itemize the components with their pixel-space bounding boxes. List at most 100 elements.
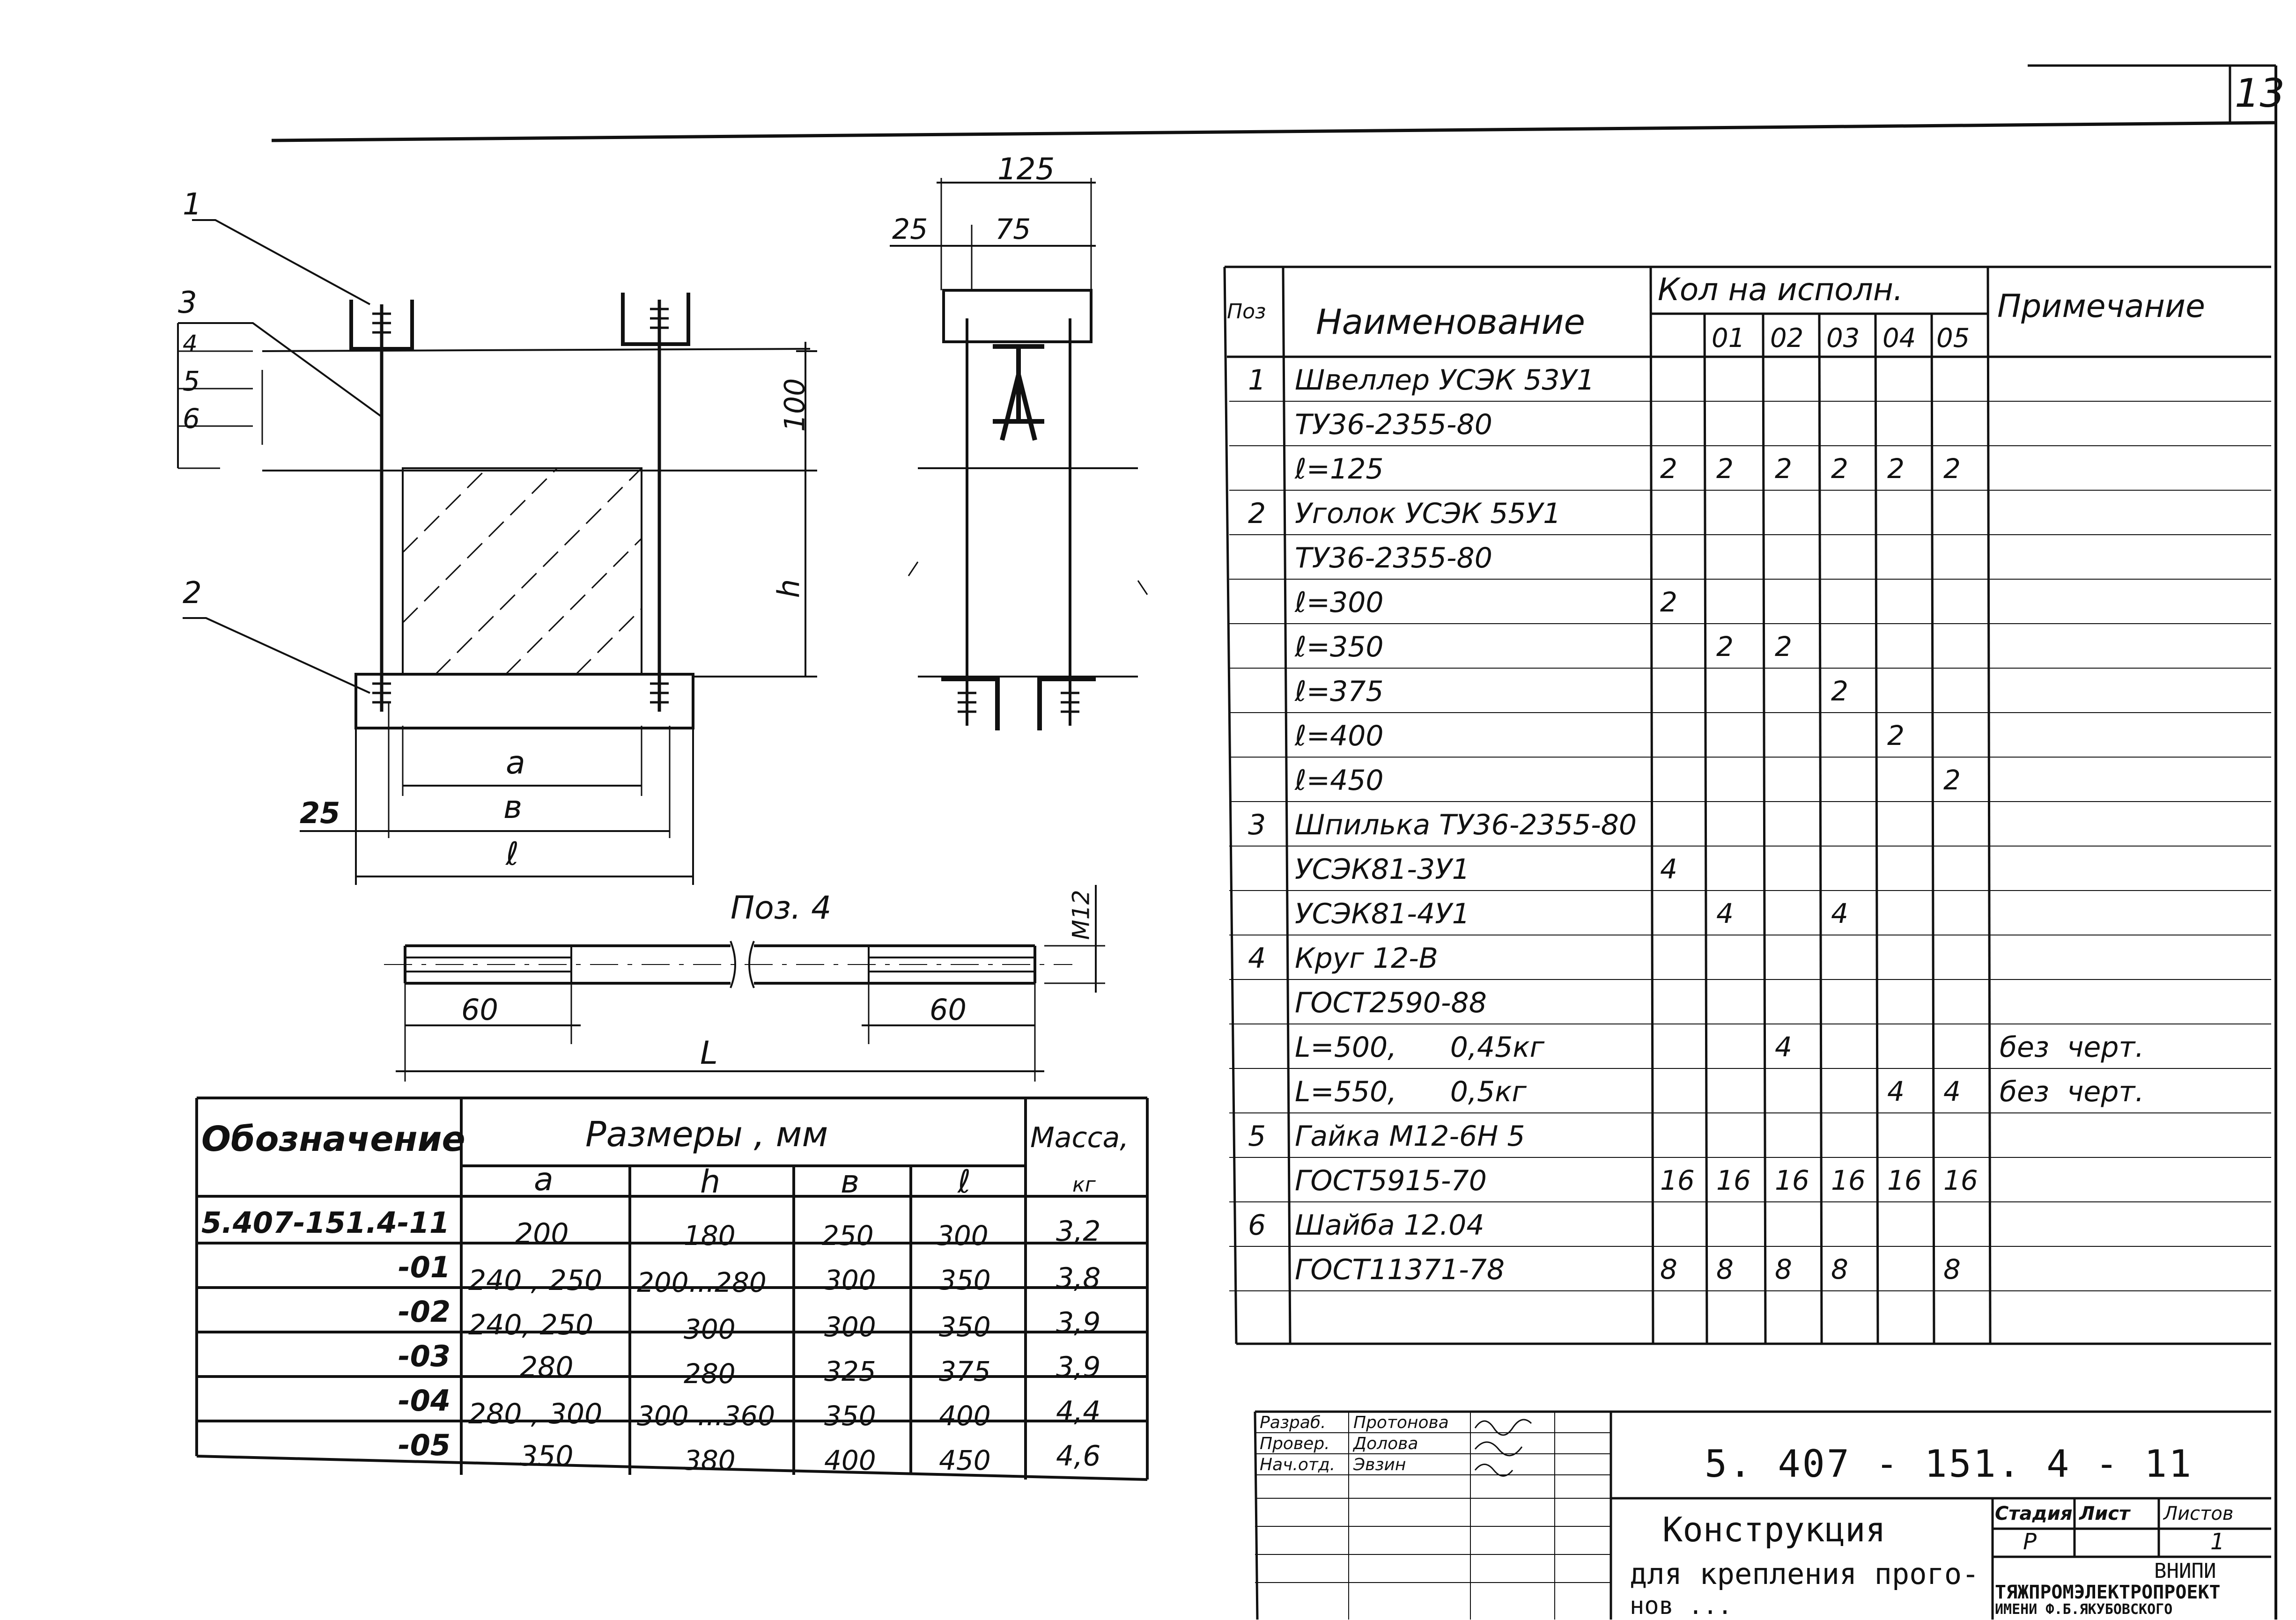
cell-name: ℓ=300 — [1295, 586, 1384, 619]
cell-qty: 2 — [1943, 764, 1961, 796]
signature-name: Эвзин — [1353, 1455, 1406, 1474]
spec-col-03: 03 — [1826, 323, 1860, 353]
cell-qty: 16 — [1660, 1164, 1695, 1196]
sheets-value: 1 — [2210, 1529, 2225, 1555]
spec-col-02: 02 — [1770, 323, 1804, 353]
sizes-col-l: ℓ — [958, 1163, 971, 1200]
cell-qty: 8 — [1943, 1253, 1961, 1285]
cell-h: 300 ...360 — [637, 1400, 775, 1432]
signature-name: Долова — [1353, 1434, 1418, 1453]
cell-name: Гайка М12-6Н 5 — [1295, 1120, 1525, 1153]
cell-qty: 2 — [1887, 453, 1905, 485]
cell-code: 5.407-151.4-11 — [201, 1206, 450, 1240]
cell-qty: 2 — [1775, 631, 1792, 663]
cell-note: без черт. — [2000, 1075, 2144, 1108]
sizes-col-b: в — [841, 1163, 860, 1200]
cell-pos: 3 — [1248, 809, 1266, 841]
sizes-col-a: а — [534, 1161, 554, 1198]
pos4-dim-60-right: 60 — [930, 993, 967, 1027]
cell-b: 325 — [824, 1355, 876, 1387]
cell-qty: 8 — [1660, 1253, 1677, 1285]
cell-a: 200 — [515, 1217, 569, 1250]
spec-col-qty: Кол на исполн. — [1658, 272, 1904, 308]
dim-25: 25 — [300, 796, 340, 830]
cell-a: 240, 250 — [468, 1309, 594, 1341]
cell-code: -02 — [398, 1295, 451, 1329]
dim-a: a — [506, 744, 525, 781]
dim-l: ℓ — [506, 836, 519, 873]
org-line-3: ИМЕНИ Ф.Б.ЯКУБОВСКОГО — [1995, 1601, 2173, 1618]
cell-qty: 16 — [1831, 1164, 1866, 1196]
cell-pos: 2 — [1248, 497, 1266, 530]
cell-qty: 8 — [1716, 1253, 1734, 1285]
spec-col-note: Примечание — [1997, 288, 2205, 325]
sizes-col-dimensions: Размеры , мм — [585, 1114, 828, 1155]
cell-qty: 2 — [1831, 675, 1848, 707]
cell-b: 300 — [824, 1311, 876, 1343]
cell-l: 300 — [937, 1220, 989, 1252]
cell-qty: 2 — [1943, 453, 1961, 485]
spec-col-04: 04 — [1883, 323, 1916, 353]
sizes-col-mass-unit: кг — [1072, 1173, 1096, 1197]
cell-name: L=550, 0,5кг — [1295, 1075, 1527, 1108]
cell-mass: 3,9 — [1056, 1306, 1101, 1339]
cell-code: -01 — [398, 1250, 451, 1284]
cell-name: Шайба 12.04 — [1295, 1209, 1484, 1242]
cell-code: -03 — [398, 1339, 451, 1373]
cell-h: 200...280 — [637, 1267, 767, 1298]
cell-qty: 2 — [1887, 720, 1905, 751]
spec-col-name: Наименование — [1316, 302, 1586, 342]
cell-b: 400 — [824, 1444, 876, 1476]
cell-qty: 2 — [1831, 453, 1848, 485]
signature-role: Разраб. — [1260, 1413, 1326, 1432]
cell-name: L=500, 0,45кг — [1295, 1031, 1545, 1064]
cell-name: УСЭК81-3У1 — [1295, 853, 1470, 886]
cell-name: ТУ36-2355-80 — [1295, 408, 1492, 441]
cell-qty: 8 — [1831, 1253, 1848, 1285]
cell-qty: 2 — [1716, 631, 1734, 663]
cell-qty: 8 — [1775, 1253, 1792, 1285]
callout-4: 4 — [183, 330, 198, 357]
cell-mass: 3,8 — [1056, 1262, 1101, 1295]
stage-value: Р — [2023, 1529, 2037, 1555]
cell-name: ГОСТ5915-70 — [1295, 1164, 1487, 1197]
dim-b: в — [503, 789, 523, 826]
spec-col-pos: Поз — [1227, 300, 1266, 324]
title-line-1: Конструкция — [1662, 1510, 1886, 1549]
cell-qty: 4 — [1943, 1075, 1961, 1107]
spec-col-05: 05 — [1936, 323, 1970, 353]
title-line-3: нов ... — [1630, 1592, 1733, 1620]
cell-note: без черт. — [2000, 1031, 2144, 1064]
cell-h: 180 — [684, 1220, 736, 1252]
pos4-dim-L: L — [700, 1035, 718, 1072]
signature-name: Протонова — [1353, 1413, 1449, 1432]
cell-pos: 5 — [1248, 1120, 1266, 1153]
cell-qty: 2 — [1660, 453, 1677, 485]
callout-1: 1 — [183, 187, 202, 222]
org-line-2: ТЯЖПРОМЭЛЕКТРОПРОЕКТ — [1995, 1582, 2221, 1603]
cell-name: ТУ36-2355-80 — [1295, 542, 1492, 574]
cell-qty: 16 — [1887, 1164, 1922, 1196]
cell-name: Круг 12-В — [1295, 942, 1438, 975]
cell-code: -05 — [398, 1428, 451, 1462]
title-line-2: для крепления прого- — [1630, 1557, 1979, 1591]
cell-mass: 3,9 — [1056, 1351, 1101, 1384]
dim-25-top: 25 — [892, 213, 928, 246]
cell-name: ℓ=375 — [1295, 675, 1384, 708]
cell-name: Уголок УСЭК 55У1 — [1295, 497, 1561, 530]
cell-b: 250 — [822, 1220, 874, 1252]
cell-name: ℓ=350 — [1295, 631, 1384, 663]
cell-a: 350 — [520, 1440, 574, 1473]
cell-qty: 2 — [1660, 586, 1677, 618]
cell-qty: 4 — [1887, 1075, 1905, 1107]
cell-mass: 4,4 — [1056, 1395, 1101, 1428]
cell-name: УСЭК81-4У1 — [1295, 898, 1470, 930]
cell-qty: 4 — [1831, 898, 1848, 929]
cell-h: 280 — [684, 1358, 736, 1390]
